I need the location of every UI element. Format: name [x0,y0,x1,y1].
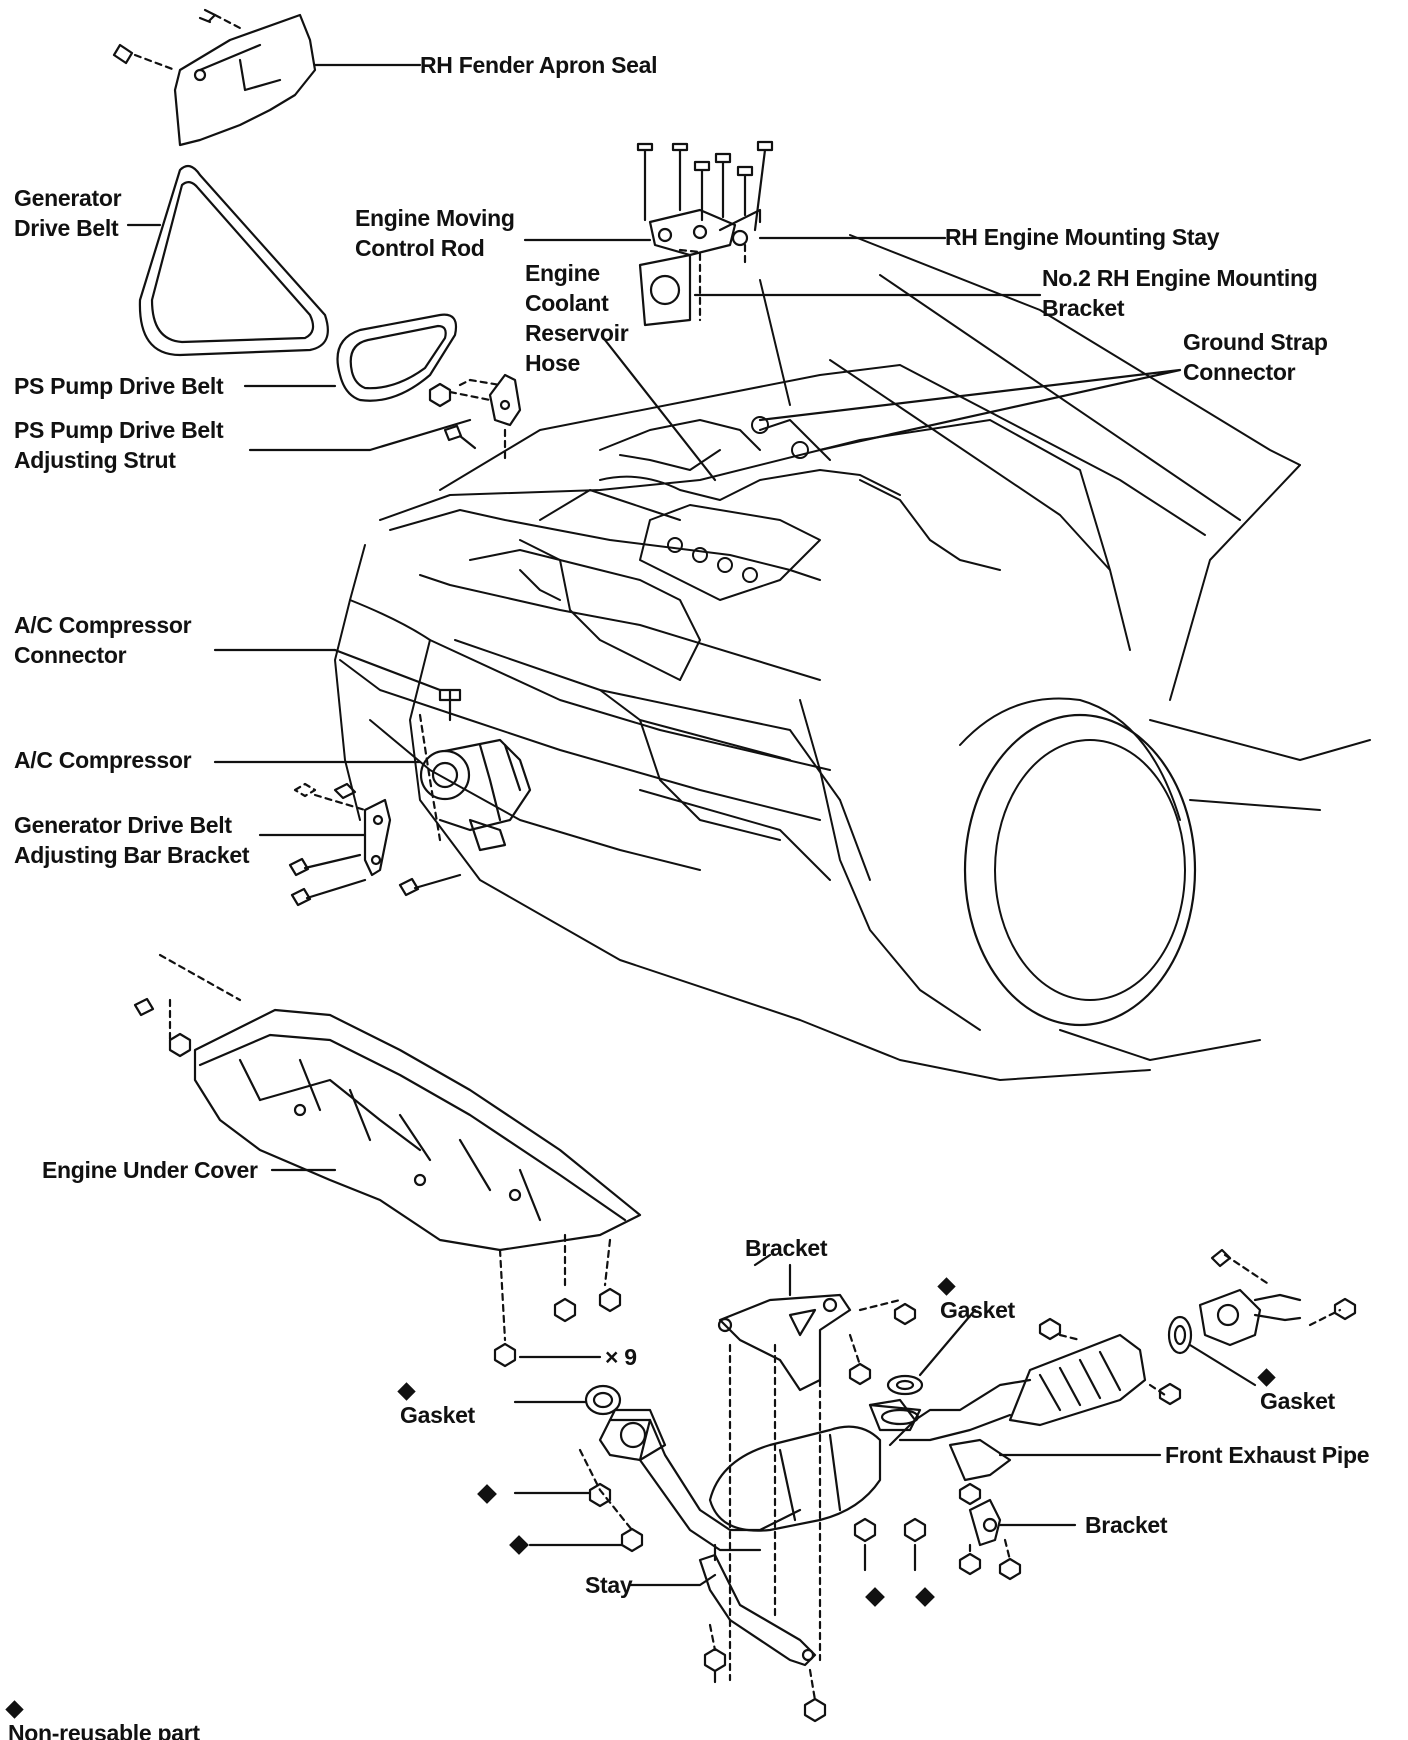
legend-non-reusable-part: Non-reusable part [5,1700,200,1740]
leader-adjusting-strut [248,418,472,452]
label-line: A/C Compressor [14,612,192,638]
label-times-nine: × 9 [605,1344,637,1370]
label-no2-rh-engine-mounting-bracket: No.2 RH Engine Mounting Bracket [1042,263,1318,323]
label-line: Reservoir [525,320,629,346]
label-ps-pump-drive-belt: PS Pump Drive Belt [14,373,224,399]
stay-part [698,1543,827,1723]
label-line: PS Pump Drive Belt [14,417,224,443]
fender-apron-seal-part [112,8,317,147]
label-line: Control Rod [355,235,485,261]
label-line: Bracket [1042,295,1125,321]
label-line: Engine [525,260,600,286]
exhaust-bracket-top-part [717,1263,917,1392]
legend-text: Non-reusable part [8,1720,200,1740]
ps-pump-drive-belt-part [336,313,458,402]
label-line: Ground Strap [1183,329,1328,355]
label-engine-moving-control-rod: Engine Moving Control Rod [355,203,515,263]
label-ac-compressor-connector: A/C Compressor Connector [14,610,192,670]
car-body [334,234,1371,1081]
exhaust-nuts-left [578,1448,644,1553]
label-text: Gasket [1260,1388,1335,1414]
label-front-exhaust-pipe: Front Exhaust Pipe [1165,1442,1370,1468]
engine-mounting-hardware [636,140,774,327]
label-ac-compressor: A/C Compressor [14,747,192,773]
adjusting-bar-bracket-part [288,782,462,907]
label-generator-drive-belt-adjusting-bar-bracket: Generator Drive Belt Adjusting Bar Brack… [14,810,250,870]
leader-stay [628,1573,717,1587]
label-line: Adjusting Bar Bracket [14,842,250,868]
label-rh-engine-mounting-stay: RH Engine Mounting Stay [945,224,1220,250]
label-gasket-right: Gasket [1257,1368,1335,1416]
generator-drive-belt-part [138,164,329,357]
leader-gasket-right [1188,1343,1257,1387]
label-ground-strap-connector: Ground Strap Connector [1183,327,1328,387]
label-line: Connector [1183,359,1296,385]
engine-under-cover-part [133,953,642,1368]
exhaust-nuts-lower [853,1517,927,1572]
label-generator-drive-belt: Generator Drive Belt [14,183,122,243]
front-exhaust-pipe-part [598,1317,1182,1552]
label-line: No.2 RH Engine Mounting [1042,265,1318,291]
label-engine-coolant-reservoir-hose: Engine Coolant Reservoir Hose [525,258,629,378]
label-line: Generator [14,185,122,211]
label-engine-under-cover: Engine Under Cover [42,1157,258,1183]
label-line: Generator Drive Belt [14,812,232,838]
leader-coolant-reservoir-hose [603,338,717,482]
label-stay: Stay [585,1572,633,1598]
label-bracket-bottom: Bracket [1085,1512,1168,1538]
label-ps-pump-drive-belt-adjusting-strut: PS Pump Drive Belt Adjusting Strut [14,415,224,475]
label-text: Gasket [940,1297,1015,1323]
label-line: Coolant [525,290,609,316]
gaskets [584,1315,1193,1416]
label-gasket-mid: Gasket [937,1277,1015,1325]
label-line: Hose [525,350,581,376]
label-gasket-left: Gasket [397,1382,475,1430]
label-bracket-top: Bracket [745,1235,828,1261]
label-line: Drive Belt [14,215,119,241]
leader-gasket-mid [918,1308,977,1377]
adjusting-strut-part [428,373,522,462]
label-rh-fender-apron-seal: RH Fender Apron Seal [420,52,658,78]
ac-compressor-part [418,688,532,852]
leader-bracket-top [753,1253,772,1267]
label-line: Connector [14,642,127,668]
exhaust-bracket-bottom-part [958,1482,1022,1581]
leader-ground-strap [758,368,1182,452]
right-flange-part [1198,1248,1357,1347]
label-line: Engine Moving [355,205,515,231]
label-text: Gasket [400,1402,475,1428]
label-line: Adjusting Strut [14,447,176,473]
